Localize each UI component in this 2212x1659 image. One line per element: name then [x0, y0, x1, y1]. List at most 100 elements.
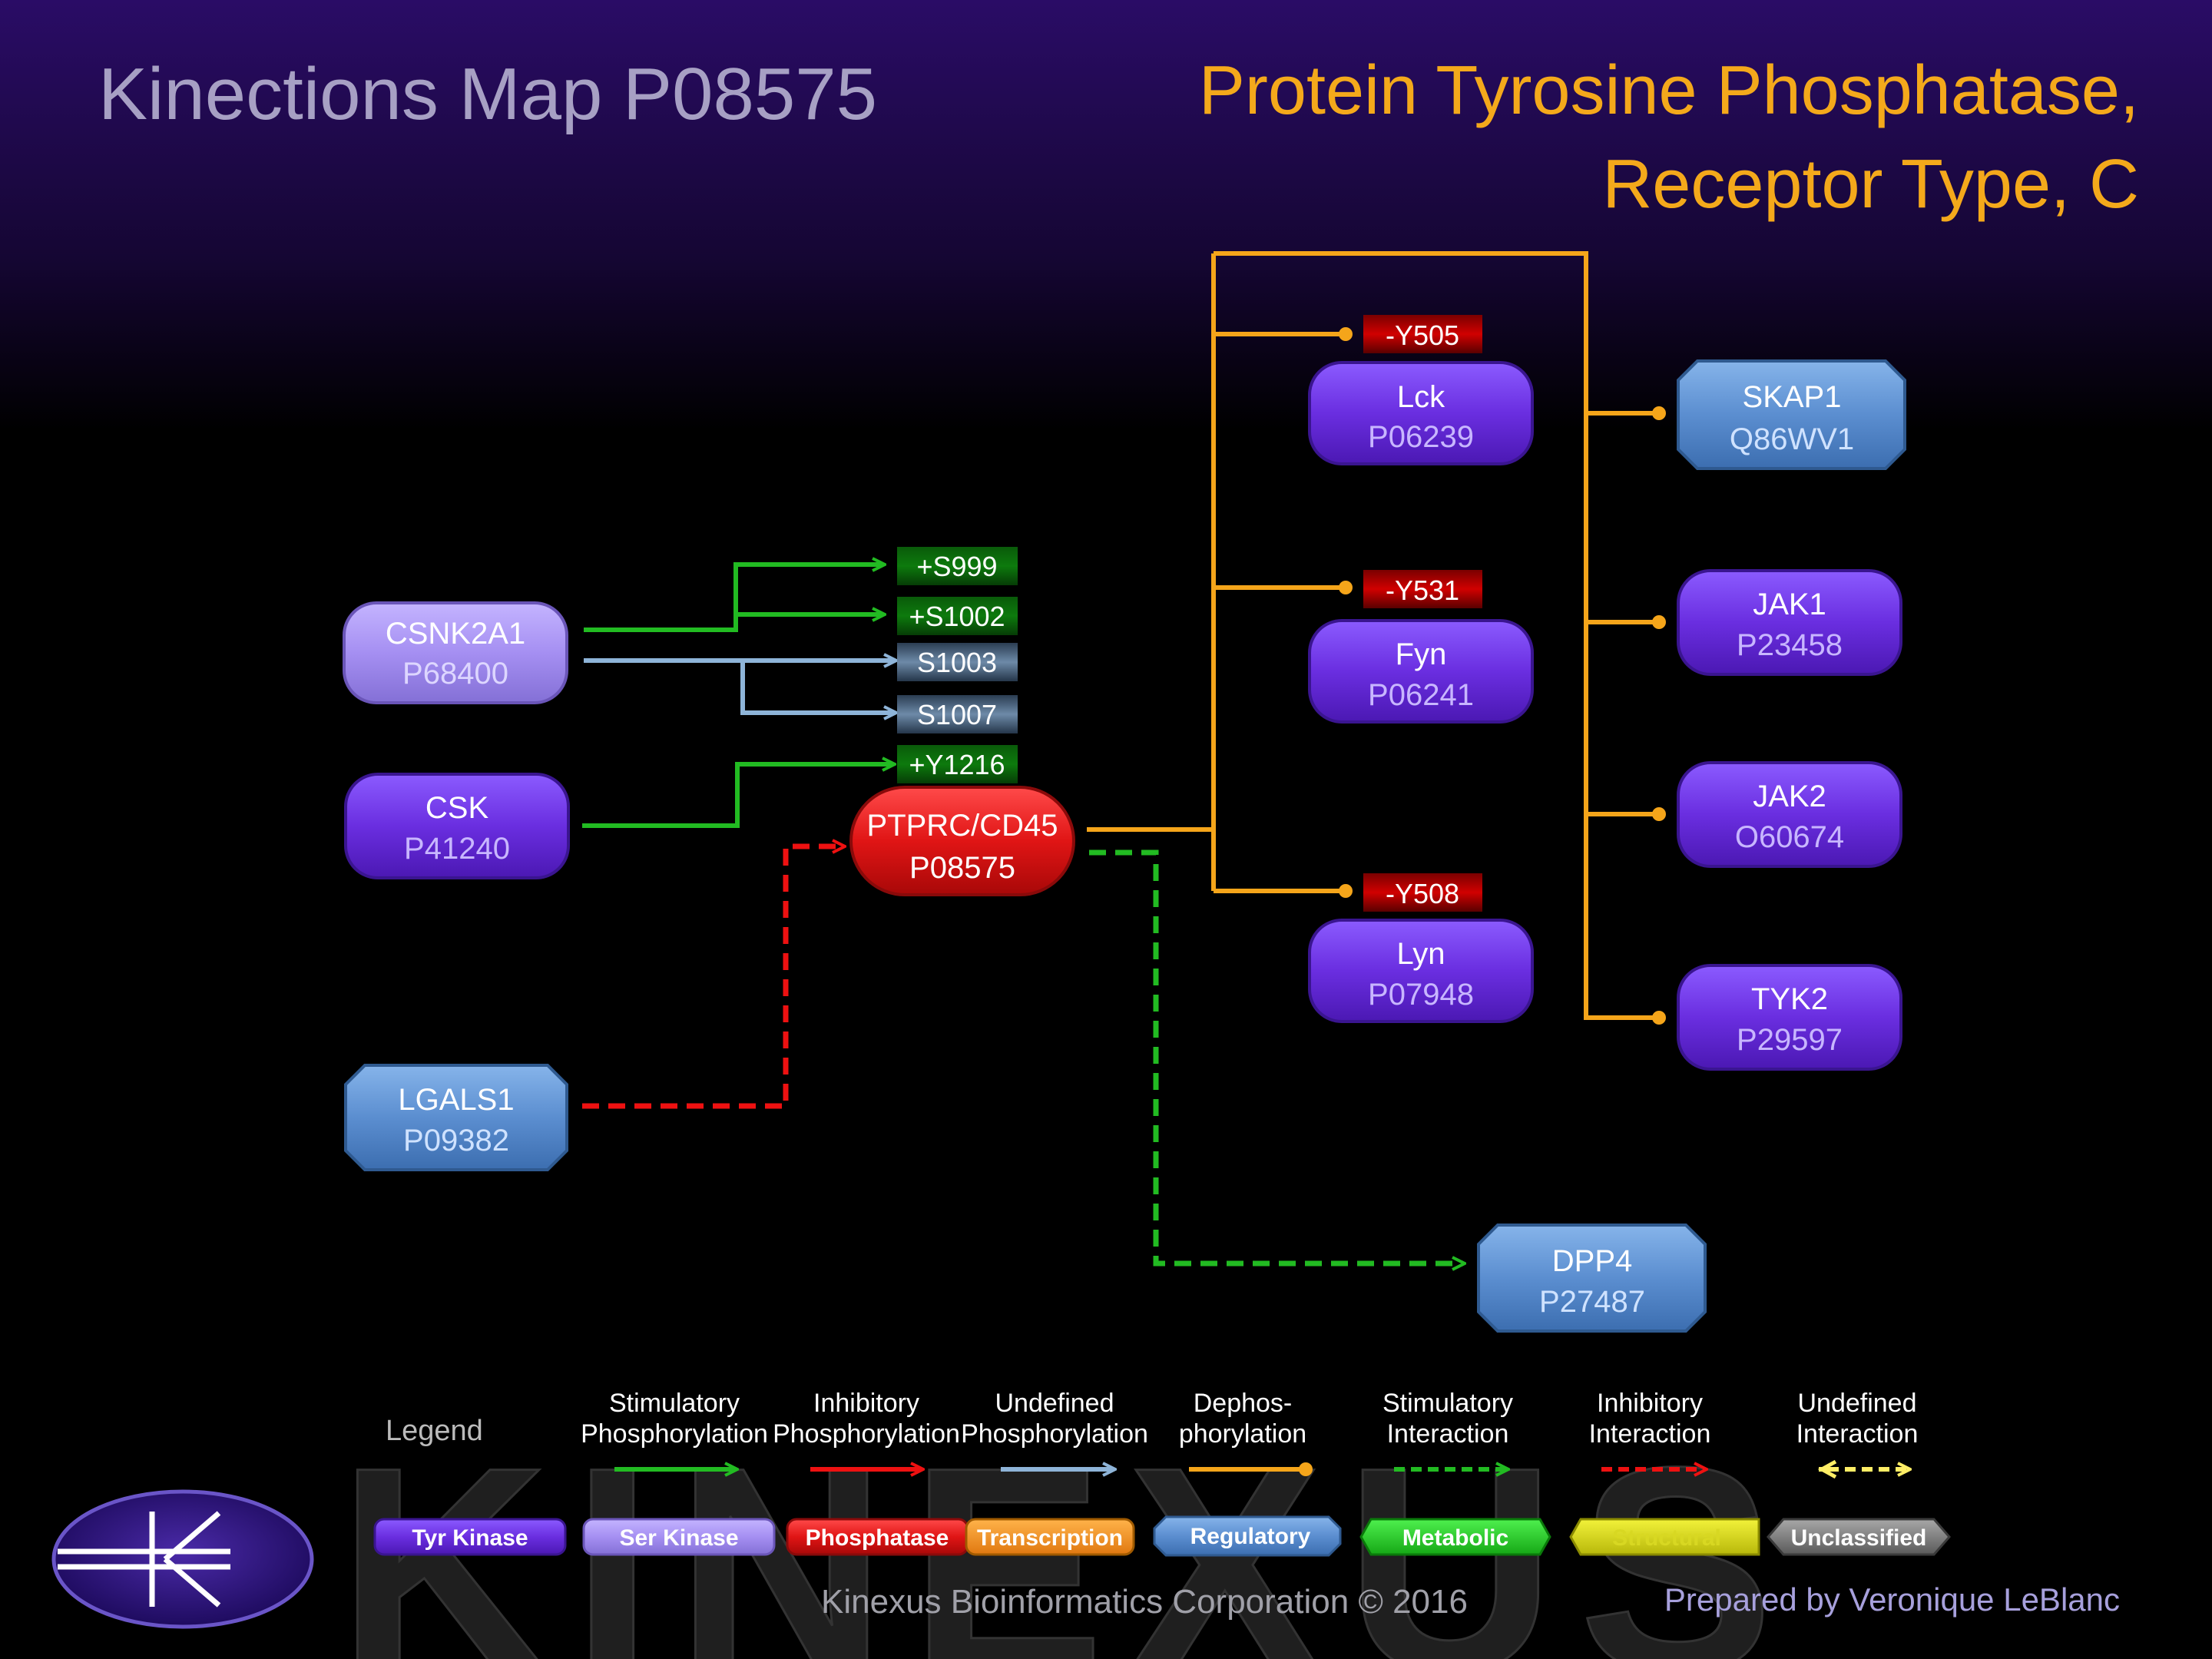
site-y531-box: [1363, 570, 1482, 608]
site-s1002: +S1002: [897, 597, 1018, 635]
protein-nodes: CSNK2A1 P68400 CSK P41240 LGALS1 P09382 …: [343, 359, 1906, 1333]
legend-category-chips: Tyr Kinase Ser Kinase Phosphatase Transc…: [373, 1515, 1951, 1557]
legend-edge-3-line1: Undefined: [995, 1389, 1114, 1418]
node-fyn-id: P06241: [1368, 678, 1474, 712]
edge-ptprc-dpp4: [1089, 849, 1463, 1263]
node-dpp4[interactable]: DPP4 P27487: [1477, 1224, 1707, 1333]
node-jak2-shape[interactable]: [1677, 761, 1902, 868]
site-s1007: S1007: [897, 695, 1018, 733]
chip-metabolic-label: Metabolic: [1402, 1525, 1508, 1551]
node-fyn-name: Fyn: [1396, 637, 1447, 671]
chip-tyr-kinase: [373, 1518, 567, 1556]
site-y505-box: [1363, 315, 1482, 353]
dephos-end-dots: [1339, 327, 1666, 1025]
legend-title: Legend: [386, 1415, 483, 1447]
node-csnk2a1-id: P68400: [402, 657, 508, 690]
footer-prepared-by: Prepared by Veronique LeBlanc: [1664, 1581, 2120, 1618]
node-jak1-shape[interactable]: [1677, 569, 1902, 676]
chip-metabolic: [1359, 1518, 1551, 1556]
node-lgals1-id: P09382: [403, 1124, 509, 1157]
site-y1216: +Y1216: [897, 745, 1018, 783]
edge-csnk2a1-s999: [584, 565, 883, 632]
chip-unclassified: [1767, 1518, 1951, 1556]
node-jak1-id: P23458: [1737, 628, 1843, 662]
legend-edge-6-line2: Interaction: [1589, 1419, 1711, 1449]
node-lgals1-shape[interactable]: [344, 1064, 568, 1171]
legend-edge-4-line1: Dephos-: [1194, 1389, 1293, 1418]
site-s1002-label: +S1002: [909, 601, 1005, 632]
legend: Legend Stimulatory Phosphorylation Inhib…: [373, 1389, 1951, 1557]
node-jak2[interactable]: JAK2 O60674: [1677, 761, 1902, 868]
node-lyn[interactable]: Lyn P07948: [1308, 919, 1534, 1023]
logo-k-icon: [58, 1511, 230, 1608]
legend-edge-5-line1: Stimulatory: [1382, 1389, 1513, 1418]
dot-jak1: [1652, 615, 1666, 629]
node-ptprc[interactable]: PTPRC/CD45 P08575: [849, 786, 1075, 896]
site-y531: -Y531: [1363, 570, 1482, 608]
node-skap1-shape[interactable]: [1677, 359, 1906, 470]
legend-edge-3-line2: Phosphorylation: [961, 1419, 1148, 1449]
protein-name-line2: Receptor Type, C: [1602, 146, 2139, 223]
site-y508: -Y508: [1363, 873, 1482, 912]
node-ptprc-shape[interactable]: [849, 786, 1075, 896]
chip-transcription: [965, 1518, 1135, 1556]
node-dpp4-shape[interactable]: [1477, 1224, 1707, 1333]
node-jak1[interactable]: JAK1 P23458: [1677, 569, 1902, 676]
node-fyn-shape[interactable]: [1308, 619, 1534, 724]
legend-edge-7-line2: Interaction: [1796, 1419, 1919, 1449]
site-y508-box: [1363, 873, 1482, 912]
chip-structural: [1569, 1518, 1760, 1556]
site-y505: -Y505: [1363, 315, 1482, 353]
site-s999: +S999: [897, 547, 1018, 585]
node-dpp4-id: P27487: [1539, 1285, 1645, 1319]
node-csnk2a1-shape[interactable]: [343, 601, 568, 704]
legend-edge-6-line1: Inhibitory: [1597, 1389, 1703, 1418]
node-lck-shape[interactable]: [1308, 361, 1534, 465]
node-ptprc-name: PTPRC/CD45: [867, 809, 1058, 843]
dephosphorylation-edges: [1087, 251, 1657, 1020]
node-csk-name: CSK: [426, 791, 489, 825]
node-dpp4-name: DPP4: [1552, 1244, 1633, 1278]
phosphorylation-edges: [582, 565, 895, 828]
chip-structural-label: Structural: [1612, 1525, 1721, 1551]
site-y505-label: -Y505: [1386, 320, 1459, 351]
legend-edge-2-line1: Inhibitory: [813, 1389, 919, 1418]
site-y508-label: -Y508: [1386, 878, 1459, 909]
node-lck-id: P06239: [1368, 420, 1474, 454]
legend-edge-7-line1: Undefined: [1797, 1389, 1916, 1418]
node-fyn[interactable]: Fyn P06241: [1308, 619, 1534, 724]
node-lyn-name: Lyn: [1396, 937, 1445, 971]
legend-edge-samples: [614, 1459, 1909, 1479]
kinexus-logo: [51, 1489, 314, 1629]
node-lck[interactable]: Lck P06239: [1308, 361, 1534, 465]
phosphosites: +S999 +S1002 S1003 S1007 +Y1216 -Y505 -Y…: [897, 315, 1482, 912]
edge-csk-y1216: [582, 764, 893, 828]
node-skap1[interactable]: SKAP1 Q86WV1: [1677, 359, 1906, 470]
site-s1003-box: [897, 643, 1018, 681]
node-skap1-name: SKAP1: [1743, 380, 1842, 414]
chip-ser-kinase: [582, 1518, 776, 1556]
node-jak1-name: JAK1: [1753, 588, 1826, 621]
node-jak2-name: JAK2: [1753, 780, 1826, 813]
legend-edge-2-line2: Phosphorylation: [773, 1419, 960, 1449]
protein-name-line1: Protein Tyrosine Phosphatase,: [1199, 52, 2139, 129]
node-tyk2-name: TYK2: [1751, 982, 1828, 1016]
node-csk-shape[interactable]: [344, 773, 570, 879]
dot-lyn: [1339, 884, 1353, 898]
node-csnk2a1[interactable]: CSNK2A1 P68400: [343, 601, 568, 704]
footer-copyright: Kinexus Bioinformatics Corporation © 201…: [821, 1583, 1468, 1621]
dot-fyn: [1339, 581, 1353, 594]
node-lgals1[interactable]: LGALS1 P09382: [344, 1064, 568, 1171]
node-csk[interactable]: CSK P41240: [344, 773, 570, 879]
node-tyk2[interactable]: TYK2 P29597: [1677, 964, 1902, 1071]
legend-edge-1-line2: Phosphorylation: [581, 1419, 768, 1449]
chip-regulatory: [1153, 1515, 1342, 1557]
node-csk-id: P41240: [404, 832, 510, 866]
legend-edge-1-line1: Stimulatory: [609, 1389, 740, 1418]
chip-unclassified-label: Unclassified: [1791, 1525, 1927, 1551]
site-s1007-label: S1007: [917, 699, 997, 730]
node-lyn-shape[interactable]: [1308, 919, 1534, 1023]
interaction-edges: [582, 846, 1463, 1263]
node-tyk2-shape[interactable]: [1677, 964, 1902, 1071]
